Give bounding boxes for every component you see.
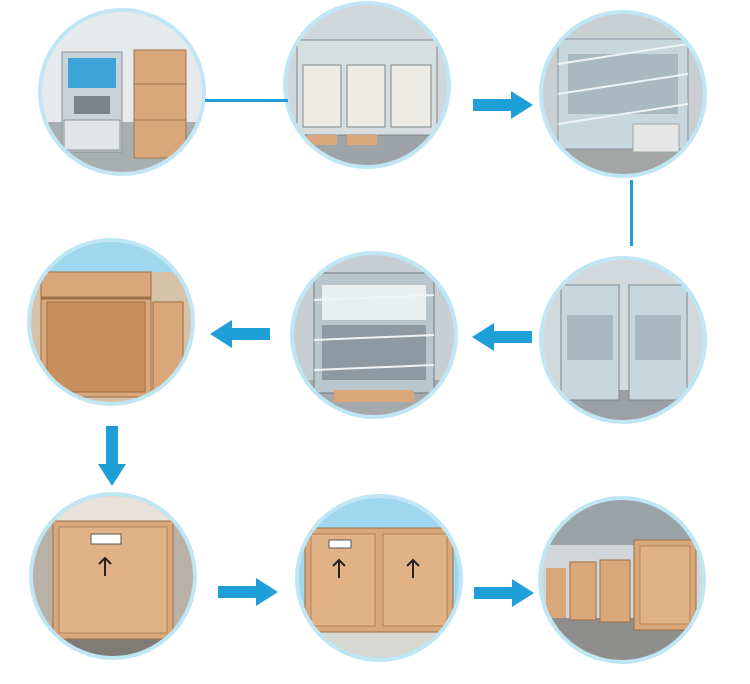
arrow-right-icon [218, 576, 278, 608]
step-9-photo [542, 500, 702, 660]
step-3-photo [543, 14, 703, 174]
crate-interior-photo [31, 242, 191, 402]
step-4-photo [543, 260, 703, 420]
machines-on-pallets-photo [287, 5, 447, 165]
arrow-right-icon [473, 89, 533, 121]
step-7-photo [33, 496, 193, 656]
connector-line-1-2 [205, 99, 288, 102]
step-2-photo [287, 5, 447, 165]
closed-crate-photo [33, 496, 193, 656]
wrapped-machine-photo [543, 14, 703, 174]
crate-front-photo [299, 498, 459, 658]
machine-and-crate-photo [42, 12, 202, 172]
step-1-photo [42, 12, 202, 172]
arrow-down-icon [96, 426, 128, 486]
wrapped-machine-front-photo [294, 255, 454, 415]
arrow-left-icon [472, 321, 532, 353]
step-6-photo [31, 242, 191, 402]
arrow-left-icon [210, 318, 270, 350]
step-8-photo [299, 498, 459, 658]
arrow-right-icon [474, 577, 534, 609]
connector-line-3-4 [630, 180, 633, 246]
crates-in-yard-photo [542, 500, 702, 660]
wrapped-machines-pair-photo [543, 260, 703, 420]
step-5-photo [294, 255, 454, 415]
